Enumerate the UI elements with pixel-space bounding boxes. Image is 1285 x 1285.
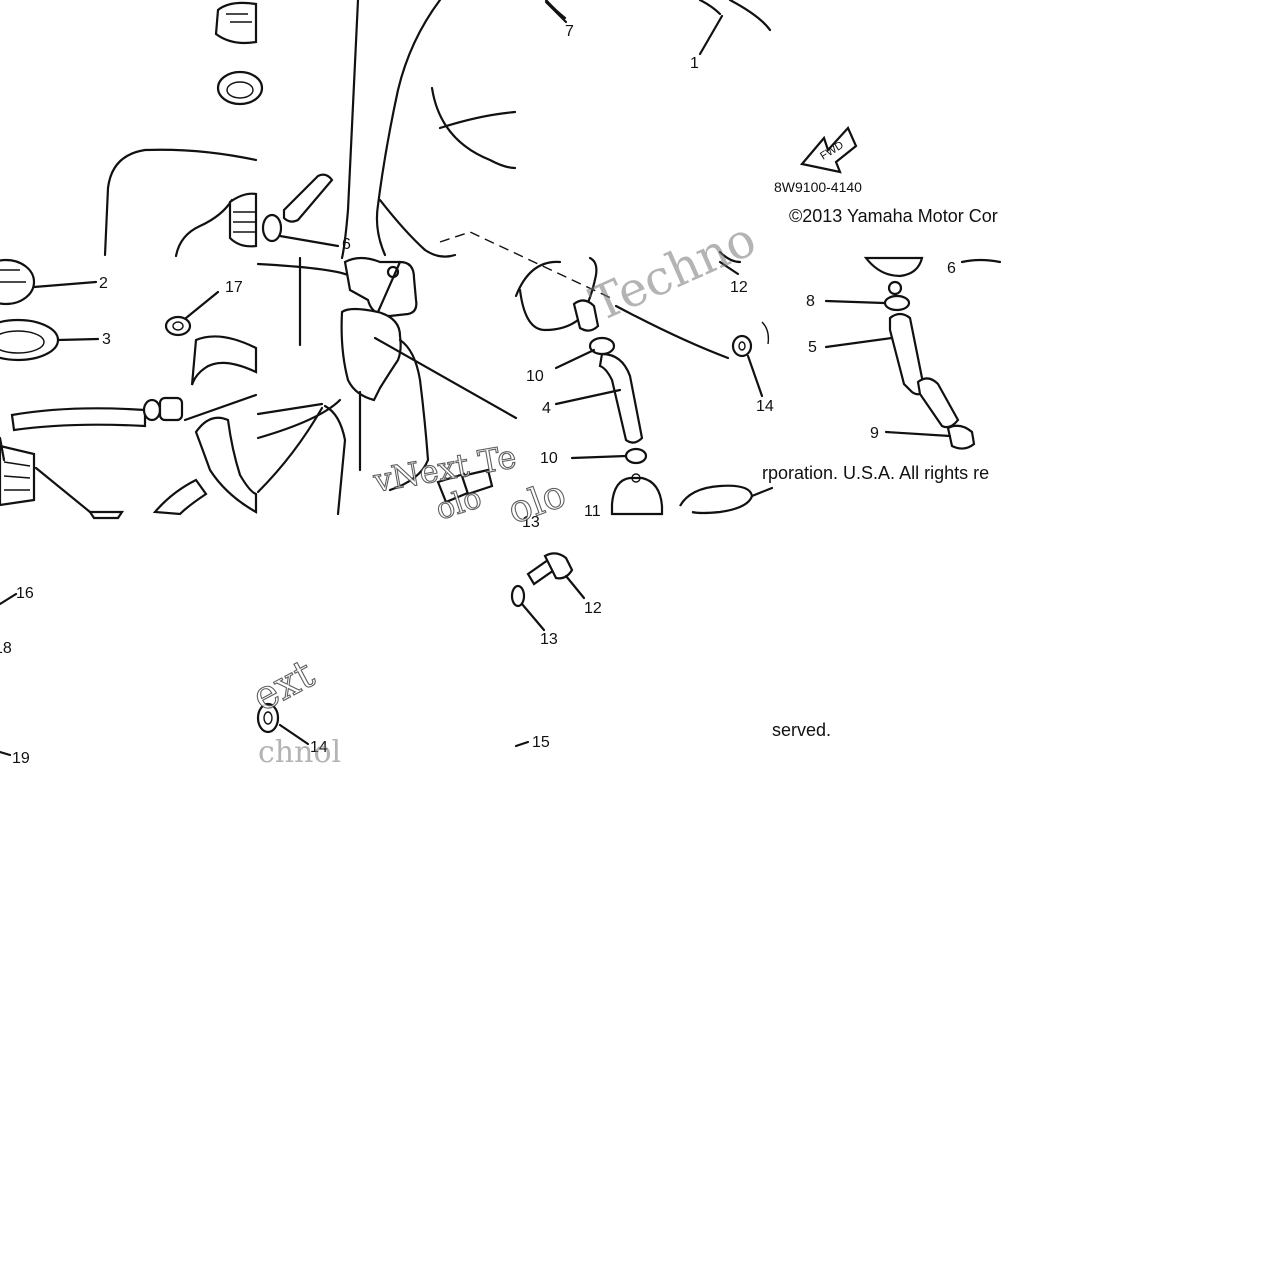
blank-area-bottom (0, 772, 1285, 1285)
tile-center-left (256, 0, 518, 746)
watermark-next: ext (245, 651, 322, 721)
bolt-part-12b (526, 552, 574, 586)
leader-15 (514, 740, 530, 748)
callout-1: 1 (690, 55, 699, 72)
clip-part-6 (261, 213, 283, 243)
callout-12b: 12 (584, 600, 602, 617)
tile-center-right (439, 0, 774, 748)
watermark: vNext Te Techno ext chnol olo olo (245, 211, 765, 770)
callout-4: 4 (542, 400, 551, 417)
cap-part-2 (0, 258, 36, 306)
leader-14b (746, 354, 764, 398)
leader-18-stub (183, 393, 258, 422)
leader-2 (32, 280, 98, 289)
ring-part-3 (0, 318, 60, 362)
watermark-chnol: chnol (258, 735, 341, 770)
filler-cap-top-part (214, 1, 258, 45)
clip-part-10b (624, 447, 648, 465)
hose-part-5 (888, 312, 960, 429)
washer-part-14b (731, 334, 753, 358)
leader-8 (824, 299, 886, 305)
hose-part-4 (598, 352, 644, 444)
oil-tank-part (103, 148, 258, 258)
nut-part-14a (256, 702, 280, 734)
leader-17 (184, 290, 220, 320)
leader-14a (278, 723, 310, 746)
leader-12a (718, 260, 740, 276)
callout-10b: 10 (540, 450, 558, 467)
fitting-part-9 (946, 424, 976, 450)
leader-16 (0, 592, 18, 606)
watermark-sub-2: olo (502, 471, 571, 532)
tile-left (0, 1, 264, 757)
leader-13b (520, 602, 546, 632)
callout-7: 7 (565, 23, 574, 40)
callout-12a: 12 (730, 279, 748, 296)
callout-14a: 14 (310, 739, 328, 756)
callout-14b: 14 (756, 398, 774, 415)
callout-15: 15 (532, 734, 550, 751)
band-part (679, 484, 774, 515)
clip-part-10a (588, 336, 616, 356)
strainer-part (0, 444, 125, 520)
callout-13a: 13 (522, 514, 540, 531)
callout-18: 18 (0, 640, 12, 657)
callout-6a: 6 (342, 236, 351, 253)
leader-9 (884, 430, 952, 438)
callout-8: 8 (806, 293, 815, 310)
callout-19: 19 (12, 750, 30, 767)
leader-3 (56, 337, 100, 342)
callout-16: 16 (16, 585, 34, 602)
leader-12b (564, 574, 586, 600)
callout-9: 9 (870, 425, 879, 442)
diagram-code: 8W9100-4140 (774, 179, 862, 195)
callout-6b: 6 (947, 260, 956, 277)
copyright-line-3: served. (772, 720, 831, 740)
leader-19 (0, 750, 12, 757)
callout-2: 2 (99, 275, 108, 292)
leader-5 (824, 336, 894, 349)
tick-mark (0, 436, 6, 462)
callout-17: 17 (225, 279, 243, 296)
leader-10a (554, 348, 596, 370)
callout-11: 11 (584, 503, 601, 520)
hose-assembly (10, 335, 258, 516)
callout-3: 3 (102, 331, 111, 348)
copyright-line-2: rporation. U.S.A. All rights re (762, 463, 989, 483)
washer-part-13b (510, 584, 526, 608)
callout-10a: 10 (526, 368, 544, 385)
hose-part-6 (282, 173, 334, 223)
leader-7 (544, 0, 568, 24)
callout-5: 5 (808, 339, 817, 356)
clip-part-8 (883, 280, 911, 312)
tile-right: FWD (799, 126, 1002, 450)
copyright-line-1: ©2013 Yamaha Motor Cor (789, 206, 998, 226)
callout-13b: 13 (540, 631, 558, 648)
seal-ring-top-part (216, 70, 264, 106)
leader-1 (698, 14, 724, 56)
leader-10b (570, 454, 628, 460)
clip-part-17 (164, 315, 192, 337)
fwd-arrow: FWD (799, 126, 858, 174)
leader-6a (278, 234, 340, 248)
watermark-techno: Techno (582, 211, 764, 333)
leader-4 (554, 388, 622, 406)
filter-part-11 (610, 473, 664, 516)
callout-numbers: 1 2 3 4 5 6 6 7 8 9 10 10 11 12 12 13 13… (0, 23, 956, 767)
